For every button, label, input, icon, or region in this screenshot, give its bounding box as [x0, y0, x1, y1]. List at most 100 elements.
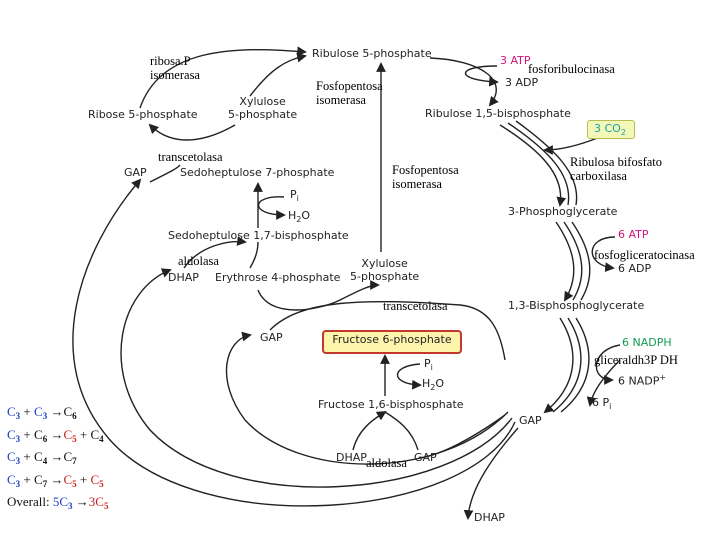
- equation-token: 4: [99, 433, 104, 444]
- pi-s7-label: Pi: [290, 188, 299, 204]
- equation-token: 3: [15, 478, 21, 489]
- equation-token: 4: [42, 456, 48, 467]
- xu5p-to-ru5p-arrow: [249, 52, 307, 97]
- pi6-arrow: [586, 359, 621, 407]
- h2o-s7-label: H2O: [288, 209, 311, 225]
- fosfogliceratocinasa-label: fosfogliceratocinasa: [594, 248, 695, 262]
- gap-mid-curve: [269, 300, 506, 361]
- equation-token: 6: [42, 433, 48, 444]
- f6p-pi-h2o-arrow: [397, 363, 422, 390]
- equation-row: C3 + C4 →C7: [7, 448, 108, 471]
- xu5p-mid-label: Xylulose 5-phosphate: [350, 257, 420, 283]
- equation-token: 5: [103, 501, 109, 512]
- rubp-to-3pg-arrow: [499, 124, 567, 207]
- equation-token: C: [7, 426, 16, 442]
- equation-token: C: [34, 426, 43, 442]
- atp-adp-arrow: [464, 65, 499, 87]
- equation-token: →: [47, 404, 64, 419]
- ru5p-label: Ribulose 5-phosphate: [312, 47, 432, 60]
- 3pg-to-13bpg-arrow: [555, 221, 575, 302]
- equation-token: →: [72, 494, 89, 510]
- adp3-label: 3 ADP: [505, 76, 539, 89]
- atp6-adp6-arrow: [591, 236, 616, 273]
- co2-label: 3 CO2: [594, 122, 626, 138]
- outer-cycle-arrow: [72, 178, 516, 507]
- equation-token: 5: [72, 433, 77, 444]
- equation-token: C: [63, 471, 73, 487]
- equation-token: 5: [99, 478, 104, 489]
- nadph-label: 6 NADPH: [622, 336, 672, 349]
- equation-token: C: [34, 404, 43, 419]
- dhap-left-label: DHAP: [168, 271, 199, 284]
- ribosa-isomerasa-label: ribosa.P isomerasa: [150, 54, 200, 83]
- equation-token: C: [7, 449, 16, 465]
- equation-row: C3 + C6 →C5 + C4: [7, 426, 108, 449]
- equation-token: C: [7, 471, 16, 487]
- s7p-pi-h2o-arrow: [257, 196, 286, 220]
- equation-token: +: [20, 471, 35, 487]
- equation-token: 3: [42, 411, 48, 421]
- rubp-label: Ribulose 1,5-bisphosphate: [425, 107, 571, 120]
- ribulosa-carboxilasa-label: Ribulosa bifosfato carboxilasa: [570, 155, 663, 184]
- equation-token: +: [76, 471, 91, 487]
- nadp-label: 6 NADP+: [618, 373, 667, 388]
- gap-mid-label: GAP: [260, 331, 283, 344]
- equation-token: +: [20, 426, 35, 442]
- equation-token: Overall:: [7, 494, 53, 510]
- fbp-label: Fructose 1,6-bisphosphate: [318, 398, 464, 411]
- h2o-f6-label: H2O: [422, 377, 445, 393]
- sbp-label: Sedoheptulose 1,7-bisphosphate: [168, 229, 349, 242]
- equation-token: 7: [72, 456, 77, 467]
- equation-token: 3: [15, 411, 21, 421]
- dhap-out-label: DHAP: [474, 511, 505, 524]
- fosforibulocinasa-label: fosforibulocinasa: [528, 62, 615, 76]
- equation-token: 6: [72, 411, 77, 421]
- equation-token: 3: [15, 433, 21, 444]
- gap-left-arrow: [149, 164, 181, 183]
- top-arc-arrow: [139, 46, 307, 109]
- equation-token: 5: [72, 478, 77, 489]
- f6p-highlight-box: [322, 330, 462, 354]
- atp3-label: 3 ATP: [500, 54, 531, 67]
- equation-token: C: [90, 471, 100, 487]
- equation-token: 3C: [88, 494, 104, 510]
- equation-token: →: [47, 449, 64, 465]
- aldolasa-bottom-label: aldolasa: [366, 456, 407, 470]
- 13bpg-label: 1,3-Bisphosphoglycerate: [508, 299, 645, 312]
- fosfopentosa-isomerasa-top-label: Fosfopentosa isomerasa: [316, 79, 383, 108]
- equation-token: +: [76, 426, 91, 442]
- equation-row: C3 + C7 →C5 + C5: [7, 471, 108, 494]
- equation-token: 3: [15, 456, 21, 467]
- equation-token: C: [90, 426, 100, 442]
- atp6-label: 6 ATP: [618, 228, 649, 241]
- equation-token: +: [20, 449, 35, 465]
- gap-bottom-curve: [419, 414, 506, 459]
- adp6-label: 6 ADP: [618, 262, 652, 275]
- ru5p-to-rubp-arrow: [429, 57, 499, 107]
- equation-token: C: [63, 449, 73, 465]
- transketolase-top-arrow: [148, 123, 236, 141]
- e4p-curve-arrow: [257, 280, 380, 311]
- f6p-label: Fructose 6-phosphate: [332, 333, 452, 346]
- fosfopentosa-isomerasa-mid-label: Fosfopentosa isomerasa: [392, 163, 459, 192]
- gliceraldh3p-dh-label: gliceraldh3P DH: [594, 353, 678, 367]
- equation-token: C: [34, 471, 43, 487]
- equation-token: C: [63, 404, 73, 419]
- aldolasa-left-label: aldolasa: [178, 254, 219, 268]
- xu5p-top-label: Xylulose 5-phosphate: [228, 95, 298, 121]
- gap-bottom-label: GAP: [414, 451, 437, 464]
- 13bpg-to-gap-arrow: [543, 317, 574, 414]
- equation-token: C: [63, 426, 73, 442]
- aldolase-left-arrow: [183, 236, 247, 269]
- gap-left-label: GAP: [124, 166, 147, 179]
- equation-token: 3: [68, 501, 73, 512]
- equation-token: C: [7, 404, 16, 419]
- equation-token: →: [47, 426, 64, 442]
- equation-token: 5C: [52, 494, 69, 510]
- equation-token: 7: [42, 478, 48, 489]
- pi-f6-label: Pi: [424, 357, 433, 373]
- transcetolasa-mid-label: transcetolasa: [383, 299, 448, 313]
- transcetolasa-top-label: transcetolasa: [158, 150, 223, 164]
